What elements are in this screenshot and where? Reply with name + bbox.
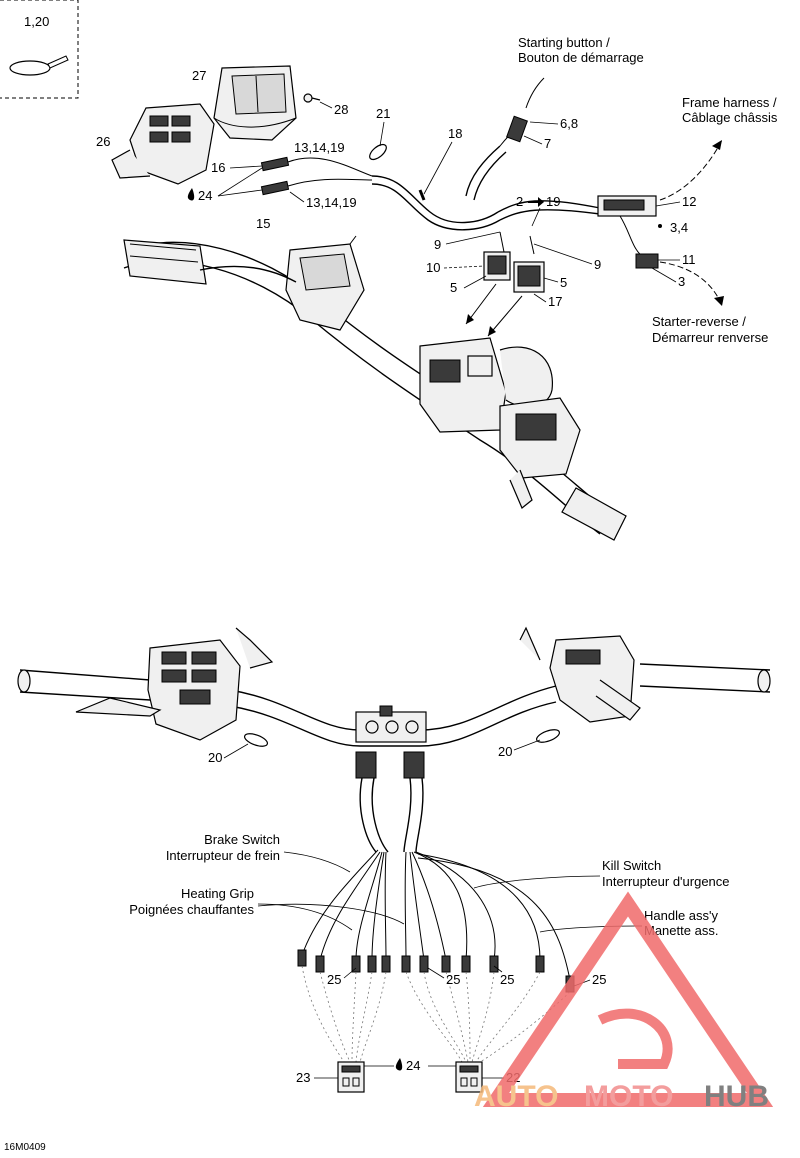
corner-box: 1,20 (0, 0, 79, 99)
callout-24-upper: 24 (198, 188, 212, 203)
callout-25-b: 25 (446, 972, 460, 987)
heating-connectors (260, 156, 373, 196)
left-control-housing (75, 627, 274, 741)
handle-assy-label-fr: Manette ass. (644, 923, 718, 938)
callout-5-b: 5 (560, 275, 567, 290)
brake-lever-housing (199, 235, 365, 331)
switch-housing (111, 103, 215, 185)
callout-12: 12 (682, 194, 696, 209)
callout-23: 23 (296, 1070, 310, 1085)
callout-3-4: 3,4 (670, 220, 688, 235)
starting-button-label-fr: Bouton de démarrage (518, 50, 644, 65)
callout-15: 15 (256, 216, 270, 231)
brake-switch-label-fr: Interrupteur de frein (166, 848, 280, 863)
handlebar-clamp (419, 337, 553, 433)
throttle-housing (499, 397, 581, 509)
connector-23 (337, 1061, 365, 1093)
cable-tie-icon (9, 55, 69, 76)
wiring-harness (371, 125, 601, 231)
kill-switch-label-fr: Interrupteur d'urgence (602, 874, 730, 889)
callout-21: 21 (376, 106, 390, 121)
callout-9-a: 9 (434, 237, 441, 252)
callout-5-a: 5 (450, 280, 457, 295)
callout-11: 11 (682, 252, 696, 267)
switch-housing-cover (213, 65, 297, 141)
callout-2: 2 (516, 194, 523, 209)
callout-19: 19 (546, 194, 560, 209)
frame-harness-label-fr: Câblage châssis (682, 110, 778, 125)
callout-13-14-19-a: 13,14,19 (294, 140, 345, 155)
callout-18: 18 (448, 126, 462, 141)
callout-20-right: 20 (498, 744, 512, 759)
screw-icon (303, 93, 321, 103)
routing-lines (301, 965, 571, 1063)
corner-box-label: 1,20 (24, 14, 49, 29)
drop-icon (395, 1058, 403, 1071)
callout-25-d: 25 (592, 972, 606, 987)
starter-reverse-label-fr: Démarreur renverse (652, 330, 768, 345)
starter-reverse-arrow (659, 261, 724, 307)
connector-pair (483, 231, 545, 293)
callout-20-left: 20 (208, 750, 222, 765)
callout-24-lower: 24 (406, 1058, 420, 1073)
callout-25-c: 25 (500, 972, 514, 987)
callout-7: 7 (544, 136, 551, 151)
drop-icon (187, 188, 195, 201)
cable-tie-icon (535, 729, 561, 743)
callout-25-a: 25 (327, 972, 341, 987)
heating-grip-label-en: Heating Grip (181, 886, 254, 901)
watermark-hub: HUB (704, 1080, 769, 1113)
starter-reverse-label-en: Starter-reverse / (652, 314, 746, 329)
lower-labels: Brake Switch Interrupteur de frein Heati… (129, 739, 730, 1085)
drawing-code: 16M0409 (4, 1142, 46, 1153)
callout-10: 10 (426, 260, 440, 275)
connector-22 (455, 1061, 483, 1093)
watermark-moto: MOTO (584, 1080, 673, 1113)
arrow-right-icon (528, 197, 544, 207)
callout-27: 27 (192, 68, 206, 83)
assembly-arrows (465, 283, 523, 337)
starting-button-label-en: Starting button / (518, 35, 610, 50)
starting-button-connector (506, 77, 545, 143)
lower-wire-harness (303, 777, 571, 981)
callout-13-14-19-b: 13,14,19 (306, 195, 357, 210)
brake-switch-label-en: Brake Switch (204, 832, 280, 847)
center-clamp (355, 705, 427, 779)
callout-17: 17 (548, 294, 562, 309)
frame-harness-connector (597, 195, 659, 269)
handlebar-lower (17, 663, 771, 747)
frame-harness-arrow (659, 139, 723, 201)
callout-6-8: 6,8 (560, 116, 578, 131)
callout-3: 3 (678, 274, 685, 289)
right-control-housing (519, 626, 641, 723)
automotohub-watermark: AUTO MOTO HUB (474, 891, 774, 1113)
cable-tie-icon (369, 143, 387, 161)
callout-26: 26 (96, 134, 110, 149)
heating-grip-label-fr: Poignées chauffantes (129, 902, 254, 917)
frame-harness-label-en: Frame harness / (682, 95, 777, 110)
handle-assy-label-en: Handle ass'y (644, 908, 719, 923)
kill-switch-label-en: Kill Switch (602, 858, 661, 873)
callout-16: 16 (211, 160, 225, 175)
watermark-auto: AUTO (474, 1080, 558, 1113)
cable-tie-icon (243, 733, 269, 747)
callout-28: 28 (334, 102, 348, 117)
upper-labels: Starting button / Bouton de démarrage Fr… (96, 35, 778, 345)
callout-9-b: 9 (594, 257, 601, 272)
